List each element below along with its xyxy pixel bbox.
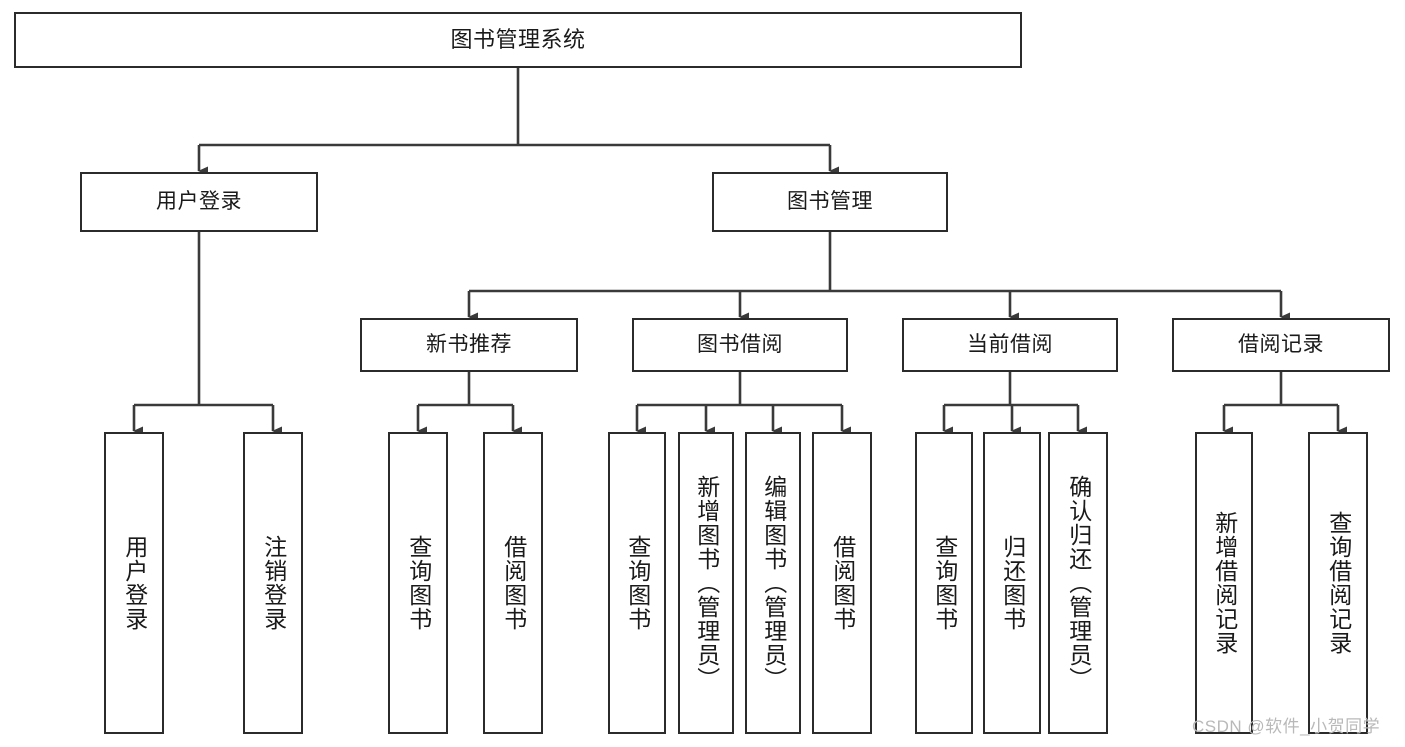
node-label: 图书借阅 [697,332,783,356]
node-label: 编辑图书（管理员） [760,475,787,691]
node-leaf-user-logout[interactable]: 注销登录 [243,432,303,734]
node-leaf-query-book-1[interactable]: 查询图书 [388,432,448,734]
node-leaf-borrow-book-1[interactable]: 借阅图书 [483,432,543,734]
node-new-book-rec[interactable]: 新书推荐 [360,318,578,372]
node-label: 归还图书 [999,535,1026,631]
node-label: 查询图书 [931,535,958,631]
node-leaf-user-login[interactable]: 用户登录 [104,432,164,734]
node-label: 用户登录 [156,189,242,213]
node-label: 图书管理系统 [450,27,586,53]
node-leaf-return-book[interactable]: 归还图书 [983,432,1041,734]
node-book-borrow[interactable]: 图书借阅 [632,318,848,372]
node-label: 查询图书 [405,535,432,631]
node-borrow-record[interactable]: 借阅记录 [1172,318,1390,372]
node-label: 借阅记录 [1238,332,1324,356]
node-label: 当前借阅 [967,332,1053,356]
node-leaf-query-book-2[interactable]: 查询图书 [608,432,666,734]
node-label: 确认归还（管理员） [1065,475,1092,691]
node-leaf-add-book[interactable]: 新增图书（管理员） [678,432,734,734]
node-label: 查询图书 [624,535,651,631]
node-leaf-query-book-3[interactable]: 查询图书 [915,432,973,734]
node-label: 借阅图书 [829,535,856,631]
csdn-watermark: CSDN @软件_小贺同学 [1192,717,1381,736]
node-root[interactable]: 图书管理系统 [14,12,1022,68]
node-current-borrow[interactable]: 当前借阅 [902,318,1118,372]
node-label: 用户登录 [121,535,148,631]
node-label: 新增借阅记录 [1211,511,1238,655]
node-leaf-confirm-ret[interactable]: 确认归还（管理员） [1048,432,1108,734]
node-leaf-query-record[interactable]: 查询借阅记录 [1308,432,1368,734]
node-book-manage[interactable]: 图书管理 [712,172,948,232]
node-label: 借阅图书 [500,535,527,631]
node-label: 图书管理 [787,189,873,213]
node-leaf-add-record[interactable]: 新增借阅记录 [1195,432,1253,734]
node-leaf-borrow-book-2[interactable]: 借阅图书 [812,432,872,734]
node-label: 新增图书（管理员） [693,475,720,691]
node-label: 注销登录 [260,535,287,631]
node-label: 查询借阅记录 [1325,511,1352,655]
node-label: 新书推荐 [426,332,512,356]
node-user-login[interactable]: 用户登录 [80,172,318,232]
node-leaf-edit-book[interactable]: 编辑图书（管理员） [745,432,801,734]
